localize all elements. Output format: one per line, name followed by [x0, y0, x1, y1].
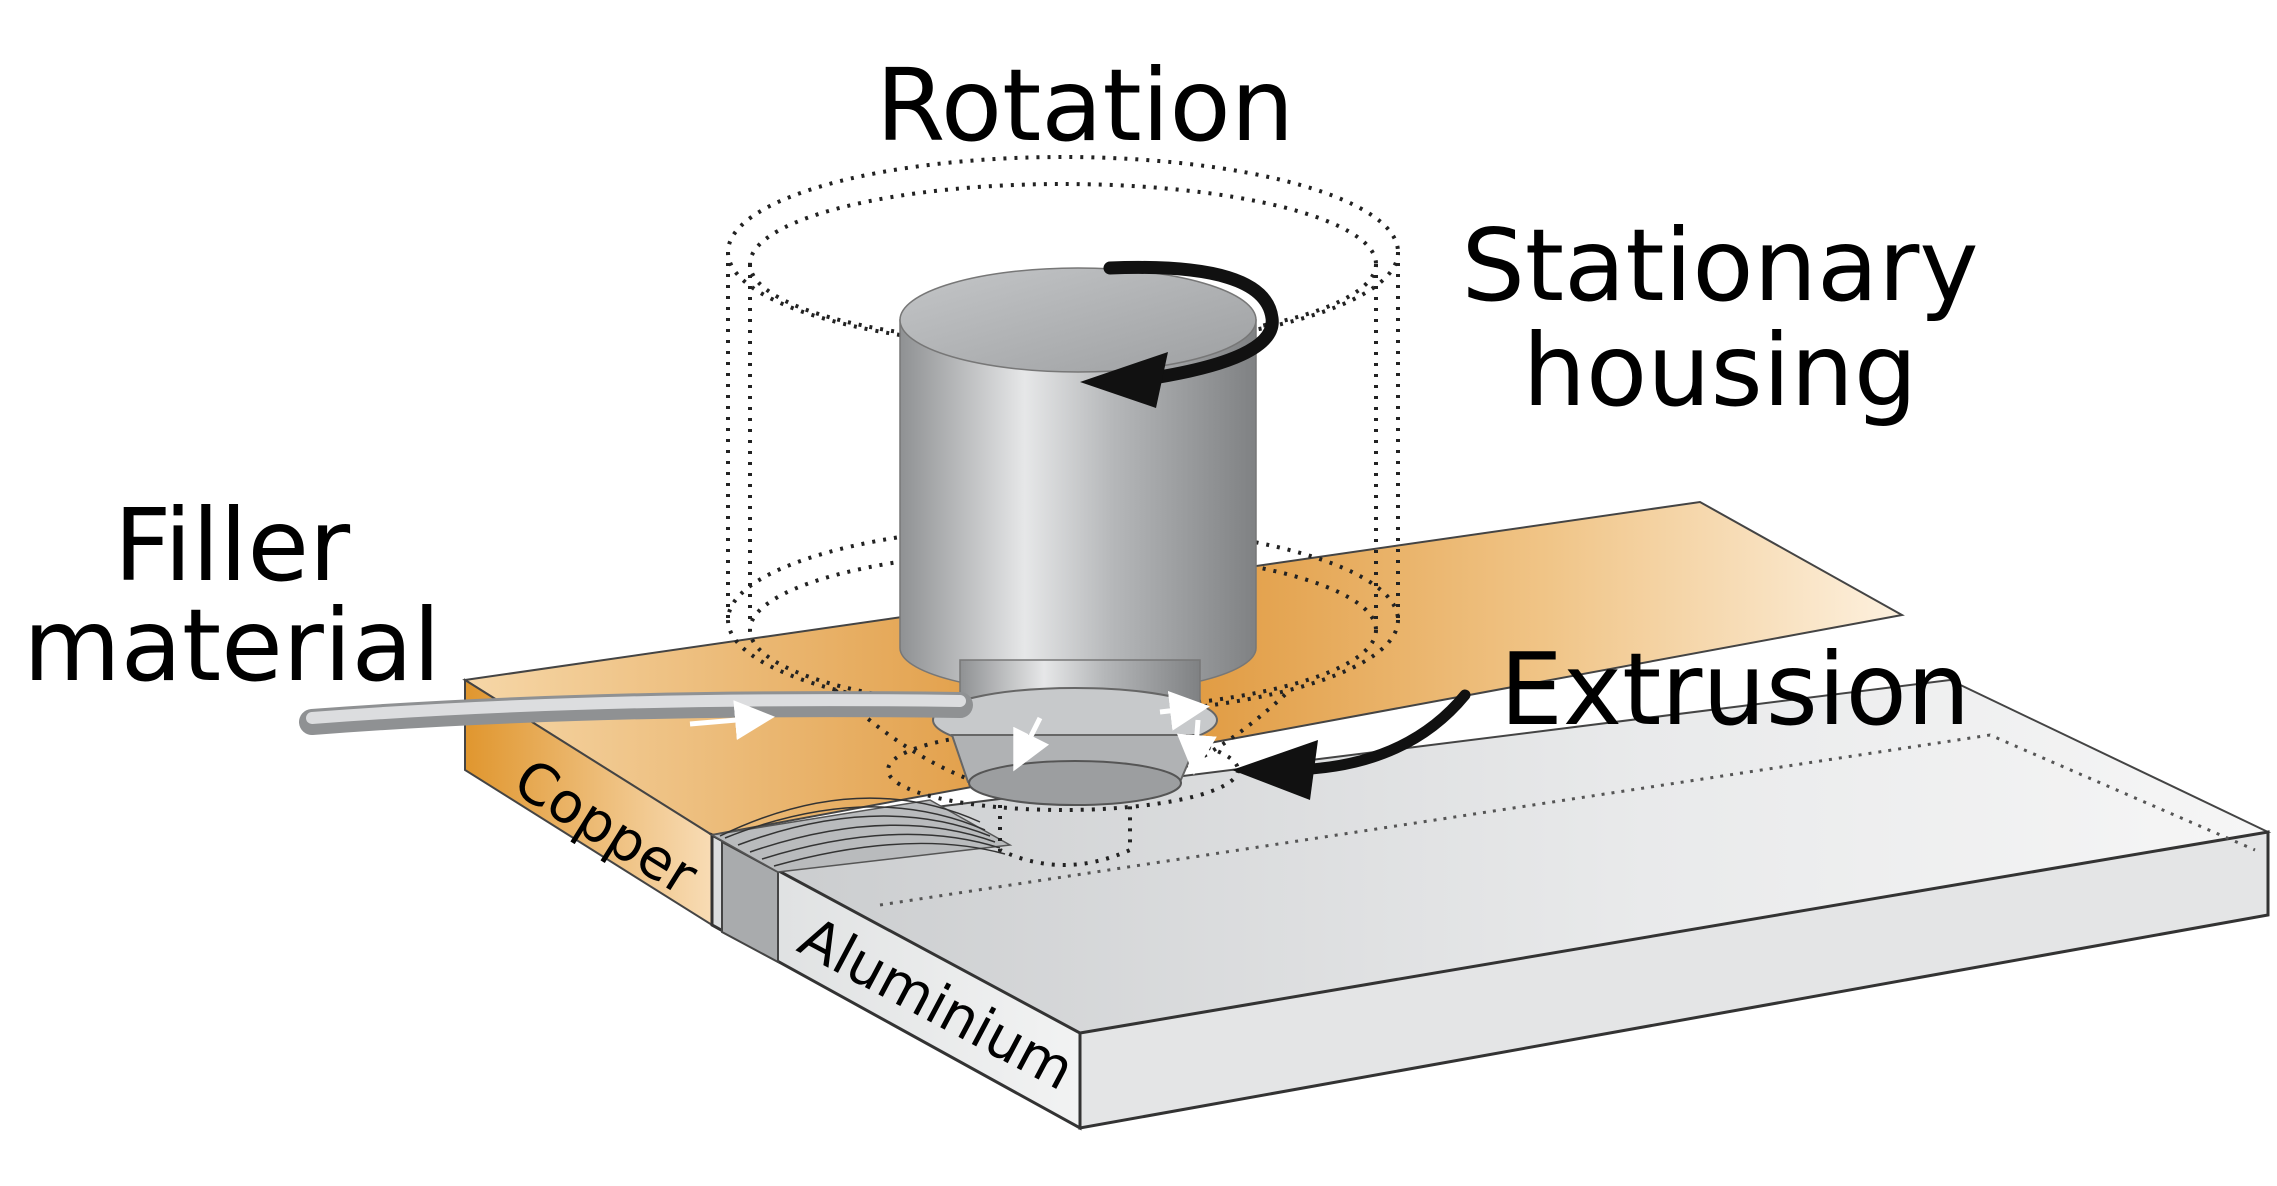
- flow-arrow-icon: [1013, 716, 1050, 772]
- tool-body: [899, 319, 1257, 695]
- tool-top-face: [899, 267, 1257, 373]
- flow-arrow-icon: [1159, 690, 1210, 731]
- flow-arrow-icon: [689, 700, 775, 741]
- housing-die-tip: [998, 805, 1132, 867]
- aluminium-hidden-edge: [879, 733, 2256, 907]
- housing-bottom-rim-inner: [748, 548, 1378, 712]
- filler-wire-highlight: [306, 694, 966, 724]
- rotation-arrow-icon: [1080, 260, 1279, 408]
- weld-ripple-lines: [719, 797, 1006, 867]
- filler-material-label-line1: Filler: [114, 487, 351, 604]
- rotation-label: Rotation: [876, 47, 1294, 164]
- extrusion-label: Extrusion: [1500, 631, 1971, 748]
- rotating-tool: [899, 267, 1257, 806]
- stationary-housing-label-line2: housing: [1523, 312, 1918, 429]
- weld-track: [709, 799, 1013, 873]
- filler-material-label-line2: material: [23, 587, 440, 704]
- tool-die-bottom: [968, 760, 1182, 806]
- aluminium-plate-side: [1078, 830, 2270, 1130]
- stationary-housing-label-line1: Stationary: [1461, 207, 1978, 324]
- extrusion-arrow-icon: [1232, 689, 1471, 800]
- flow-arrow-icon: [1176, 719, 1217, 775]
- aluminium-plate: [708, 678, 2272, 1131]
- weld-deposit: [709, 797, 1013, 964]
- filler-wire: [299, 690, 1217, 775]
